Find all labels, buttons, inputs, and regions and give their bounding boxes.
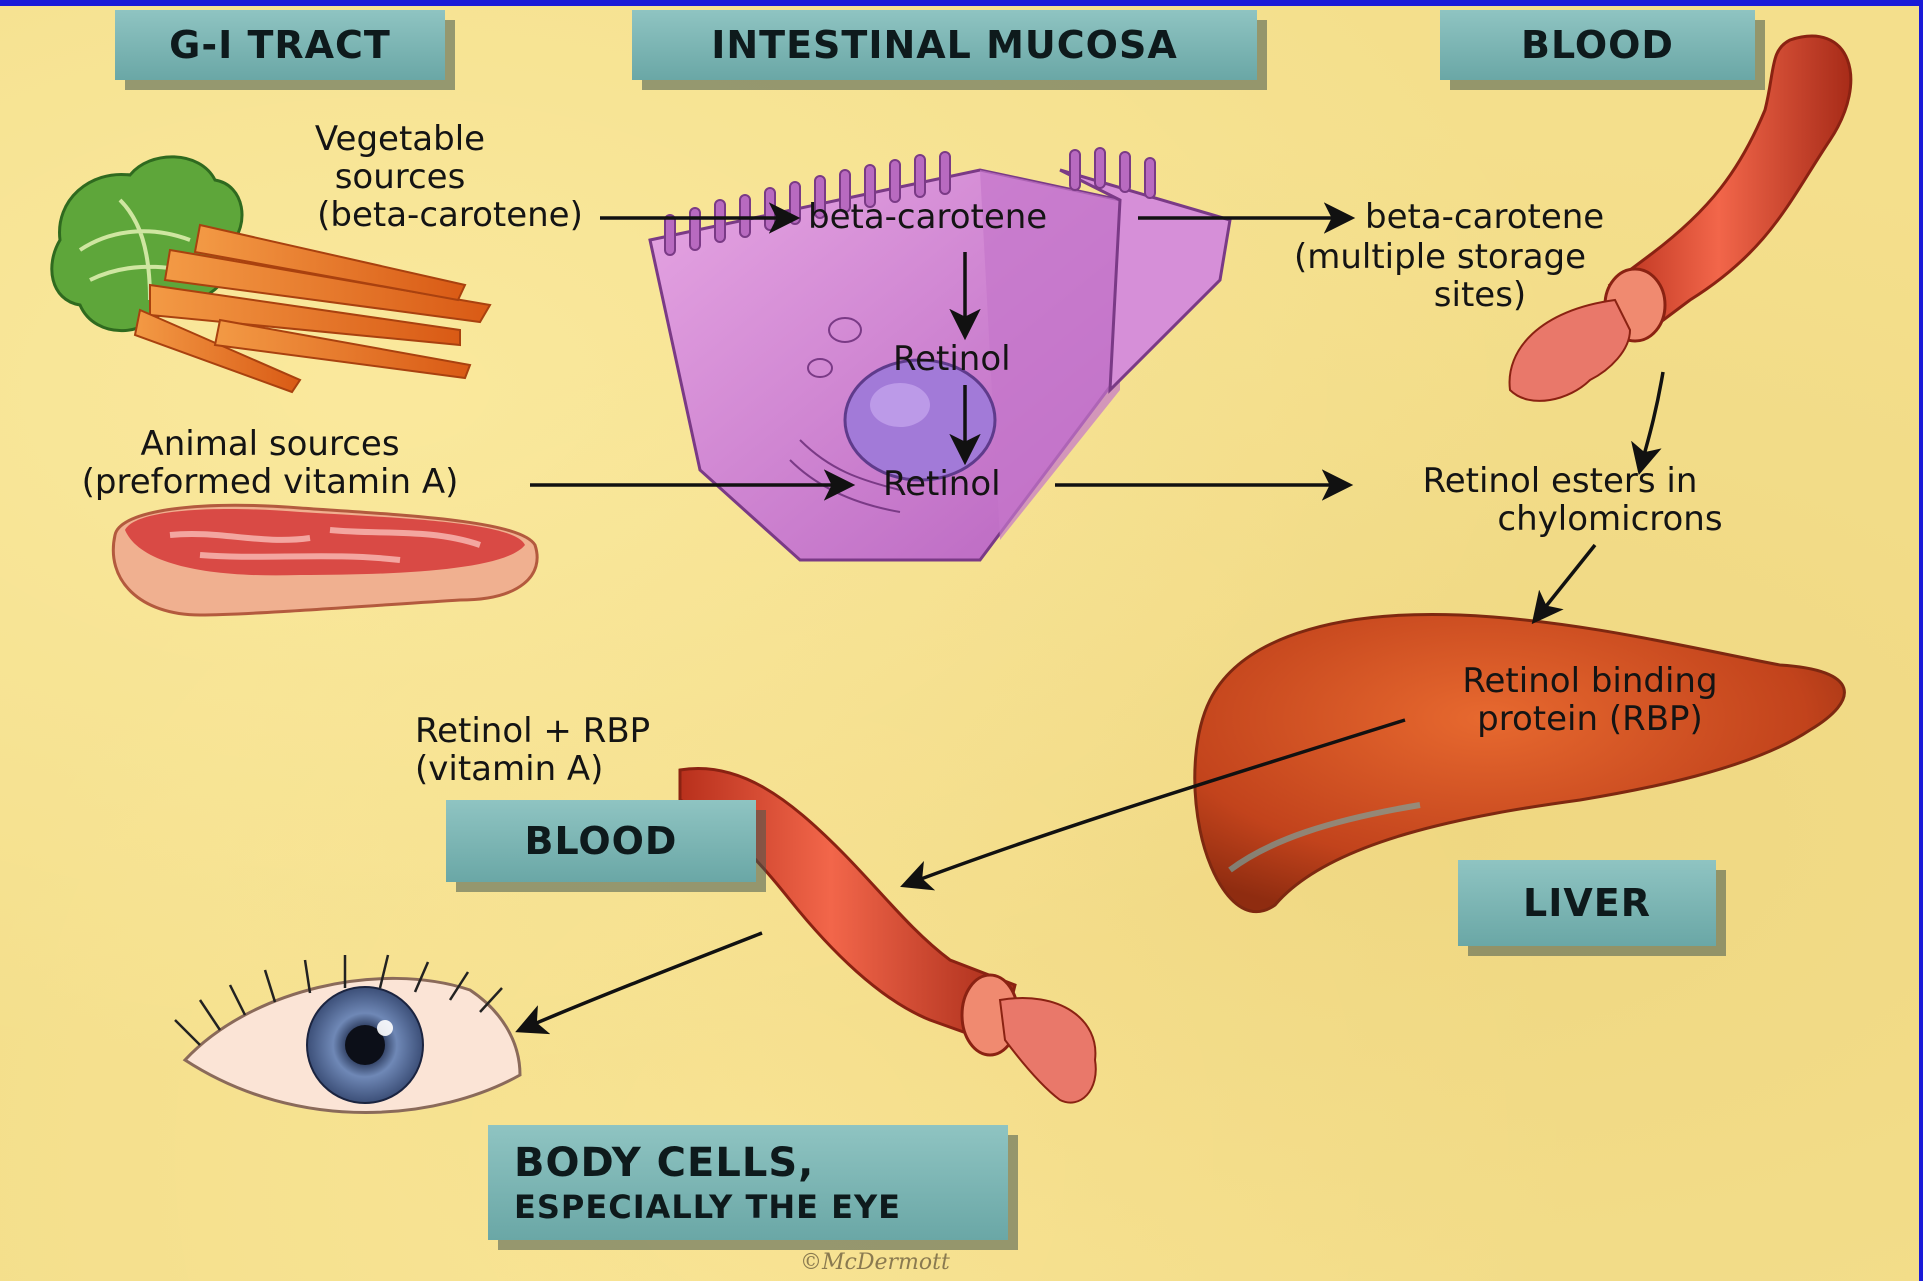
storage-sites-label: (multiple storage sites) [1245,238,1635,314]
section-label-intestinal-mucosa: INTESTINAL MUCOSA [632,10,1257,80]
arrow-esters-to-liver [1535,545,1595,620]
meat-illustration [113,505,537,615]
mucosa-retinol-label-1: Retinol [893,340,1011,378]
section-label-blood-top: BLOOD [1440,10,1755,80]
body-cells-line1: BODY CELLS, [514,1139,814,1187]
mucosa-beta-carotene-label: beta-carotene [808,198,1047,236]
rbp-line1: Retinol binding [1400,662,1780,700]
retinol-esters-label: Retinol esters in chylomicrons [1370,462,1790,538]
mucosa-retinol-label-2: Retinol [883,465,1001,503]
arrow-blood-to-esters [1640,372,1663,470]
esters-line2: chylomicrons [1370,500,1790,538]
rbp-line2: protein (RBP) [1400,700,1780,738]
arrow-blood-to-eye [520,933,762,1030]
vegetable-line1: Vegetable [160,120,610,158]
animal-line2: (preformed vitamin A) [10,463,530,501]
section-label-gi-tract: G-I TRACT [115,10,445,80]
vegetable-sources-label: Vegetable sources (beta-carotene) [160,120,610,234]
retinol-rbp-line1: Retinol + RBP [415,712,650,750]
section-label-blood-bottom: BLOOD [446,800,756,882]
section-label-body-cells: BODY CELLS, ESPECIALLY THE EYE [488,1125,1008,1240]
rbp-label: Retinol binding protein (RBP) [1400,662,1780,738]
blood-beta-carotene-label: beta-carotene [1365,198,1604,236]
section-label-liver: LIVER [1458,860,1716,946]
vegetable-line3: (beta-carotene) [160,196,610,234]
retinol-rbp-line2: (vitamin A) [415,750,650,788]
storage-line2: sites) [1245,276,1635,314]
animal-sources-label: Animal sources (preformed vitamin A) [10,425,530,501]
artist-signature: ©McDermott [800,1250,950,1275]
storage-line1: (multiple storage [1245,238,1635,276]
eye-illustration [175,955,520,1113]
vegetable-line2: sources [160,158,610,196]
body-cells-line2: ESPECIALLY THE EYE [514,1187,901,1227]
esters-line1: Retinol esters in [1370,462,1790,500]
retinol-rbp-label: Retinol + RBP (vitamin A) [415,712,650,788]
animal-line1: Animal sources [10,425,530,463]
